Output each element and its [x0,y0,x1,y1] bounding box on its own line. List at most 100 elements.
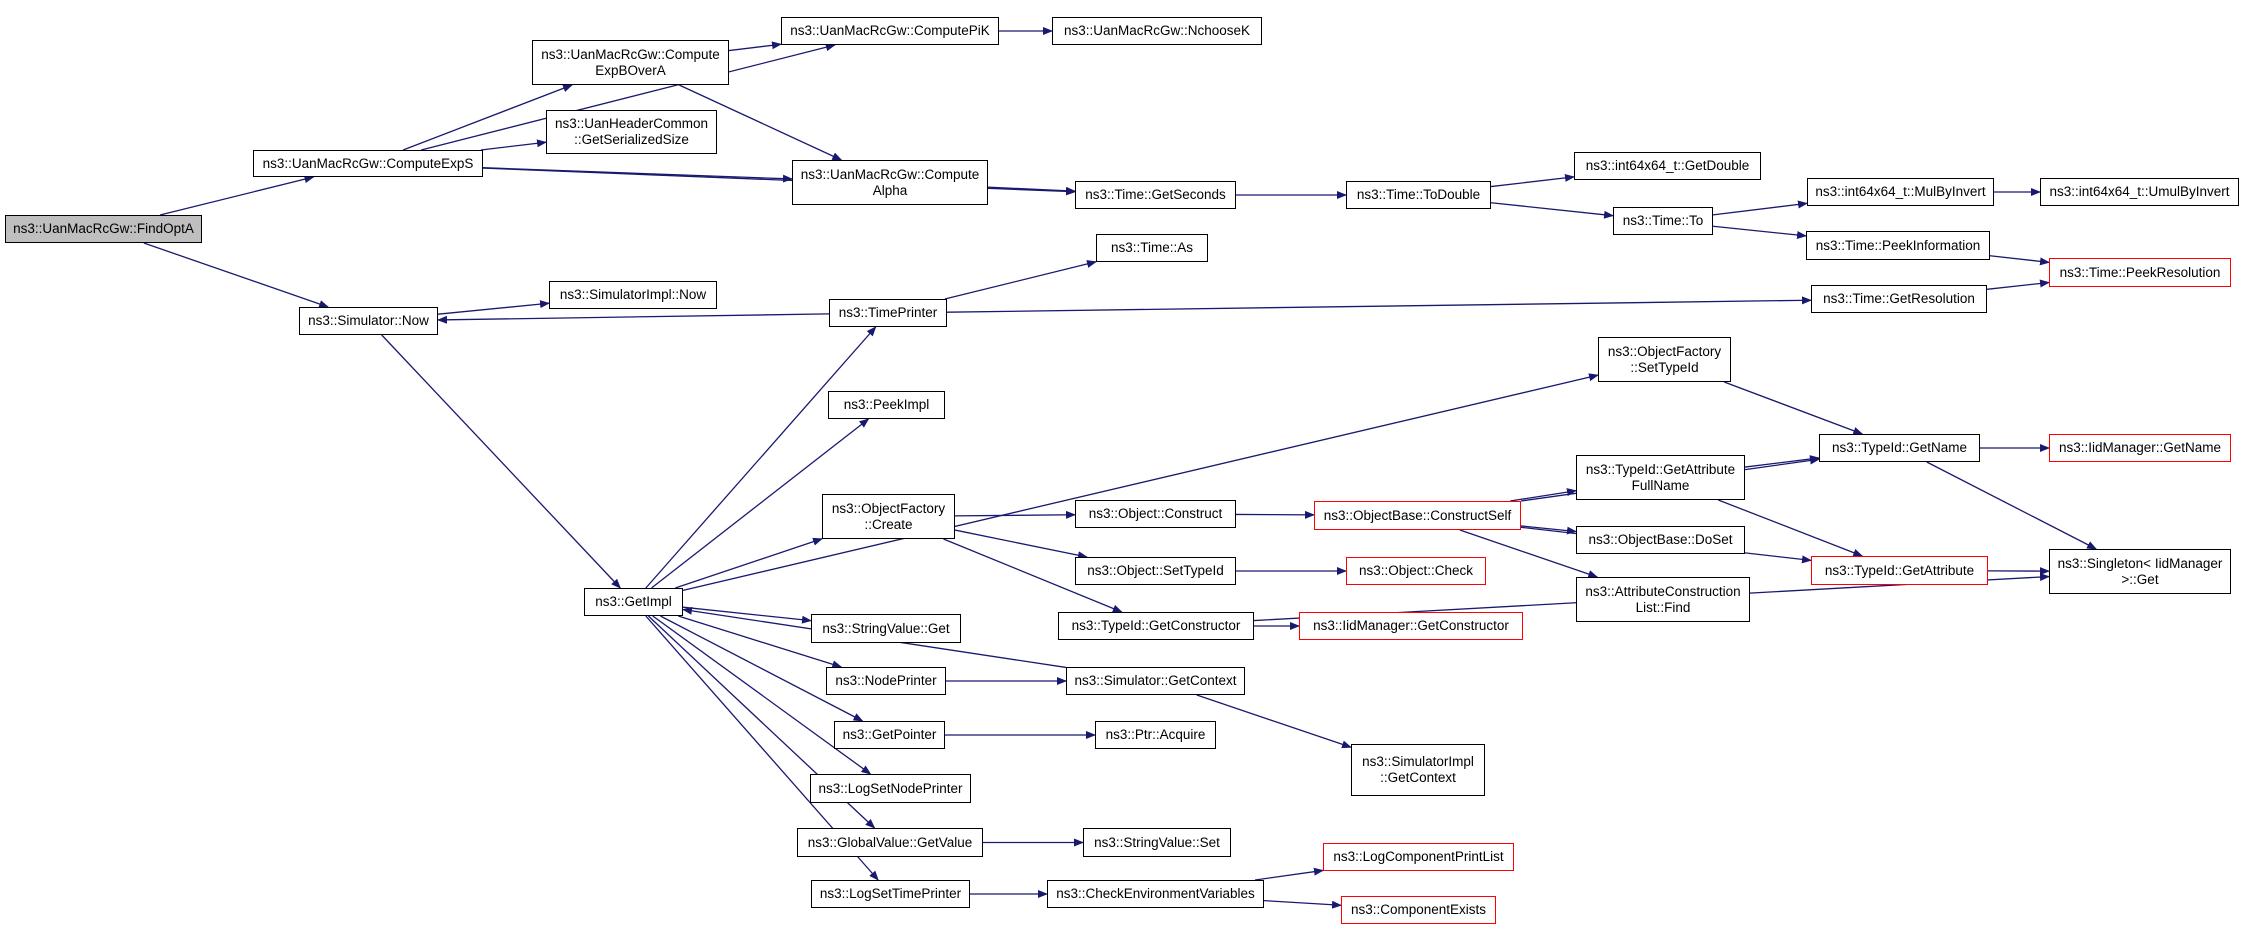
graph-node-ns3-timeprinter[interactable]: ns3::TimePrinter [829,299,947,327]
graph-node-ns3-object-construct[interactable]: ns3::Object::Construct [1075,500,1236,528]
graph-node-ns3-iidmanager-getname[interactable]: ns3::IidManager::GetName [2049,434,2231,462]
node-label-line: ::Create [864,516,913,532]
edge-n2-to-n16 [437,300,550,315]
node-label-line: ns3::Time::As [1110,240,1194,255]
node-label-line: ns3::Simulator::Now [308,313,429,328]
node-label-line: ::GetContext [1380,770,1456,785]
graph-node-ns3-typeid-getattribute[interactable]: ns3::TypeId::GetAttribute [1811,556,1988,585]
edge-n39-to-n40 [1196,694,1352,749]
node-label-line: ns3::LogComponentPrintList [1333,849,1504,864]
graph-node-ns3-logsettimeprinter[interactable]: ns3::LogSetTimePrinter [811,880,970,908]
graph-node-ns3-peekimpl[interactable]: ns3::PeekImpl [828,391,945,419]
node-label-line: FullName [1631,477,1690,493]
graph-node-ns3-singleton-iidmanager-get[interactable]: ns3::Singleton< IidManager>::Get [2049,549,2231,594]
graph-node-ns3-objectbase-constructself[interactable]: ns3::ObjectBase::ConstructSelf [1314,501,1521,530]
graph-node-ns3-getpointer[interactable]: ns3::GetPointer [834,721,945,749]
graph-node-ns3-object-check[interactable]: ns3::Object::Check [1346,557,1486,585]
node-label-line: ns3::PeekImpl [843,397,930,412]
node-label-line: ns3::ObjectFactory [1607,343,1722,359]
node-label-line: ns3::int64x64_t::GetDouble [1585,158,1750,173]
node-label-line: ns3::TypeId::GetAttribute [1824,562,1975,578]
graph-node-ns3-logcomponentprintlist[interactable]: ns3::LogComponentPrintList [1323,843,1514,871]
node-label-line: ns3::Time::PeekResolution [2059,264,2221,280]
graph-node-ns3-componentexists[interactable]: ns3::ComponentExists [1341,896,1496,924]
graph-node-ns3-typeid-getconstructor[interactable]: ns3::TypeId::GetConstructor [1058,612,1254,640]
node-label-line: ns3::UanMacRcGw::FindOptA [13,221,194,236]
graph-node-ns3-objectfactory-settypeid[interactable]: ns3::ObjectFactory::SetTypeId [1598,337,1731,382]
node-label-line: ns3::ObjectBase::ConstructSelf [1323,507,1512,523]
edge-n22-to-n23 [1724,381,1864,435]
graph-node-ns3-ptr-acquire[interactable]: ns3::Ptr::Acquire [1095,721,1216,749]
graph-node-ns3-int64x64-t-getdouble[interactable]: ns3::int64x64_t::GetDouble [1574,152,1761,180]
edge-n47-to-n48 [1254,867,1324,881]
node-label-line: ns3::UanHeaderCommon [554,116,709,131]
node-label-line: ns3::StringValue::Set [1094,834,1220,850]
node-label-line: ns3::ComponentExists [1350,902,1487,917]
graph-node-ns3-time-getresolution[interactable]: ns3::Time::GetResolution [1811,285,1987,313]
node-label-line: ns3::SimulatorImpl [1362,754,1474,769]
node-label-line: ns3::UanMacRcGw::ComputePiK [790,23,990,38]
edge-n17-to-n19 [946,296,1812,313]
node-label-line: List::Find [1635,599,1691,615]
node-label-line: ns3::GetImpl [595,594,672,609]
edge-n1-to-n6 [482,167,793,183]
node-label-line: ns3::SimulatorImpl::Now [559,287,707,302]
graph-node-ns3-time-todouble[interactable]: ns3::Time::ToDouble [1346,181,1491,209]
graph-node-ns3-uanheadercommon-getserializedsize[interactable]: ns3::UanHeaderCommon::GetSerializedSize [546,110,717,154]
edge-n27-to-n29 [1520,525,1577,535]
edge-n23-to-n32 [1926,461,2098,550]
graph-node-ns3-typeid-getname[interactable]: ns3::TypeId::GetName [1819,434,1980,462]
graph-node-ns3-simulatorimpl-getcontext[interactable]: ns3::SimulatorImpl::GetContext [1351,744,1485,796]
node-label-line: ns3::ObjectFactory [831,500,946,516]
graph-node-ns3-iidmanager-getconstructor[interactable]: ns3::IidManager::GetConstructor [1299,612,1523,640]
graph-node-ns3-uanmacrcgw-computepik[interactable]: ns3::UanMacRcGw::ComputePiK [781,17,999,45]
graph-node-ns3-time-peekinformation[interactable]: ns3::Time::PeekInformation [1806,231,1990,260]
graph-node-ns3-logsetnodeprinter[interactable]: ns3::LogSetNodePrinter [810,774,971,803]
node-label-line: ns3::Simulator::GetContext [1074,673,1237,688]
graph-node-ns3-simulator-getcontext[interactable]: ns3::Simulator::GetContext [1066,667,1245,695]
graph-node-ns3-stringvalue-get[interactable]: ns3::StringValue::Get [811,614,961,643]
edge-n6-to-n7 [987,186,1076,195]
node-label-line: Alpha [872,182,908,198]
graph-node-ns3-time-peekresolution[interactable]: ns3::Time::PeekResolution [2049,258,2231,287]
graph-node-ns3-time-to[interactable]: ns3::Time::To [1613,207,1713,235]
node-label-line: ::SetTypeId [1630,359,1699,375]
graph-node-ns3-uanmacrcgw-nchoosek[interactable]: ns3::UanMacRcGw::NchooseK [1052,17,1262,45]
graph-node-ns3-simulatorimpl-now[interactable]: ns3::SimulatorImpl::Now [549,281,717,309]
node-label-line: ns3::IidManager::GetName [2058,440,2222,455]
graph-node-ns3-int64x64-t-umulbyinvert[interactable]: ns3::int64x64_t::UmulByInvert [2040,178,2239,206]
edge-n20-to-n17 [645,326,877,589]
edge-n2-to-n20 [381,334,621,589]
edge-n17-to-n18 [944,260,1097,300]
graph-node-ns3-uanmacrcgw-computeexps[interactable]: ns3::UanMacRcGw::ComputeExpS [253,150,483,177]
node-label-line: ns3::UanMacRcGw::Compute [800,166,980,182]
graph-node-ns3-int64x64-t-mulbyinvert[interactable]: ns3::int64x64_t::MulByInvert [1807,178,1994,206]
edge-n0-to-n1 [159,175,315,216]
graph-node-ns3-object-settypeid[interactable]: ns3::Object::SetTypeId [1075,557,1236,585]
node-label-line: >::Get [2121,571,2159,587]
graph-node-ns3-objectfactory-create[interactable]: ns3::ObjectFactory::Create [822,494,955,539]
node-label-line: ns3::Time::GetResolution [1823,291,1975,306]
graph-node-ns3-nodeprinter[interactable]: ns3::NodePrinter [826,667,946,695]
graph-node-ns3-stringvalue-set[interactable]: ns3::StringValue::Set [1083,828,1231,857]
graph-node-ns3-globalvalue-getvalue[interactable]: ns3::GlobalValue::GetValue [797,828,983,857]
node-label-line: ns3::CheckEnvironmentVariables [1056,886,1255,901]
graph-node-ns3-uanmacrcgw-findopta[interactable]: ns3::UanMacRcGw::FindOptA [5,215,202,243]
edge-n9-to-n11 [1490,202,1614,219]
node-label-line: ns3::UanMacRcGw::Compute [541,46,720,62]
graph-node-ns3-getimpl[interactable]: ns3::GetImpl [584,588,683,616]
node-label-line: ::GetSerializedSize [574,132,689,147]
graph-node-ns3-time-getseconds[interactable]: ns3::Time::GetSeconds [1075,181,1236,209]
edge-n9-to-n10 [1490,173,1575,188]
graph-node-ns3-checkenvironmentvariables[interactable]: ns3::CheckEnvironmentVariables [1047,880,1264,908]
graph-node-ns3-simulator-now[interactable]: ns3::Simulator::Now [299,307,438,335]
node-label-line: ns3::Time::PeekInformation [1815,237,1981,253]
node-label-line: ns3::Time::ToDouble [1356,187,1481,202]
graph-node-ns3-time-as[interactable]: ns3::Time::As [1096,234,1208,262]
graph-node-ns3-objectbase-doset[interactable]: ns3::ObjectBase::DoSet [1576,526,1745,554]
